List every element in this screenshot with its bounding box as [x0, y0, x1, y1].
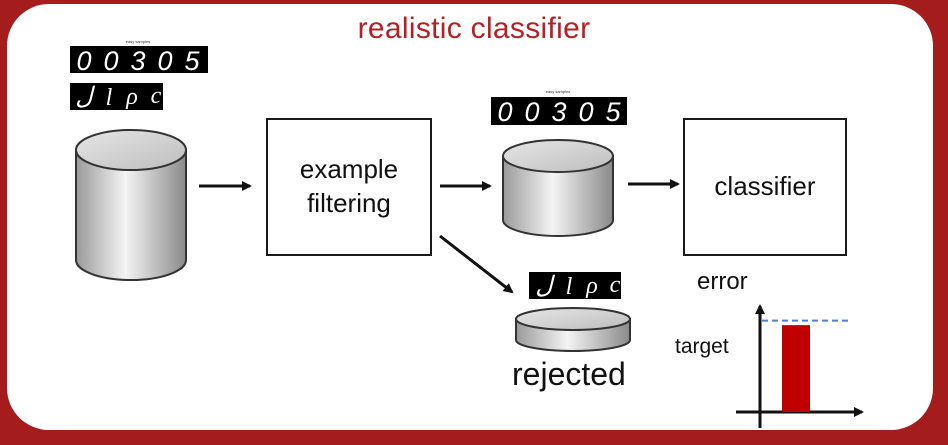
svg-text:3: 3 [551, 97, 566, 127]
digit-group-a: 0 0 3 0 5 [76, 46, 200, 76]
easy-digits-strip-filtered: easy samples 0 0 3 0 5 [491, 89, 627, 127]
classifier-label: classifier [714, 171, 816, 202]
error-bar [782, 325, 810, 412]
svg-text:c: c [610, 272, 621, 298]
svg-text:0: 0 [157, 46, 172, 76]
svg-text:0: 0 [103, 46, 118, 76]
svg-text:5: 5 [605, 97, 621, 127]
target-label: target [675, 335, 729, 358]
slide-title: realistic classifier [357, 12, 591, 45]
strip-background [70, 46, 208, 73]
classifier-box: classifier [683, 118, 847, 256]
strip-background [70, 83, 163, 110]
strip-background [529, 272, 621, 299]
svg-text:0: 0 [497, 97, 512, 127]
svg-text:0: 0 [578, 97, 593, 127]
rejected-label: rejected [512, 356, 626, 392]
hard-digits-strip-rejected: ل l ρ c [529, 272, 621, 300]
error-chart [736, 304, 864, 428]
svg-text:l: l [566, 274, 573, 300]
rejected-dataset-cylinder [515, 307, 631, 352]
svg-text:l: l [106, 85, 113, 111]
filtered-dataset-cylinder [502, 139, 614, 237]
filter-label-line1: example [299, 154, 399, 185]
svg-text:ل: ل [535, 273, 555, 299]
strip-background [491, 97, 627, 125]
svg-text:ρ: ρ [585, 273, 598, 299]
error-axis-label: error [697, 268, 748, 295]
source-dataset-cylinder [75, 129, 187, 281]
svg-text:ρ: ρ [125, 84, 138, 110]
hard-digits-strip-source: ل l ρ c [70, 83, 163, 111]
svg-text:0: 0 [524, 97, 539, 127]
arrow-filter-to-rejected [439, 234, 514, 294]
svg-text:ل: ل [75, 84, 95, 110]
svg-text:5: 5 [184, 46, 200, 76]
strip-caption: easy samples [126, 39, 150, 44]
example-filtering-box: example filtering [266, 118, 432, 256]
filter-label-line2: filtering [307, 188, 391, 218]
svg-text:c: c [151, 83, 162, 109]
easy-digits-strip-source: easy samples 0 0 3 0 5 [70, 39, 208, 76]
strip-caption: easy samples [546, 89, 570, 94]
svg-text:0: 0 [76, 46, 91, 76]
svg-text:3: 3 [130, 46, 145, 76]
